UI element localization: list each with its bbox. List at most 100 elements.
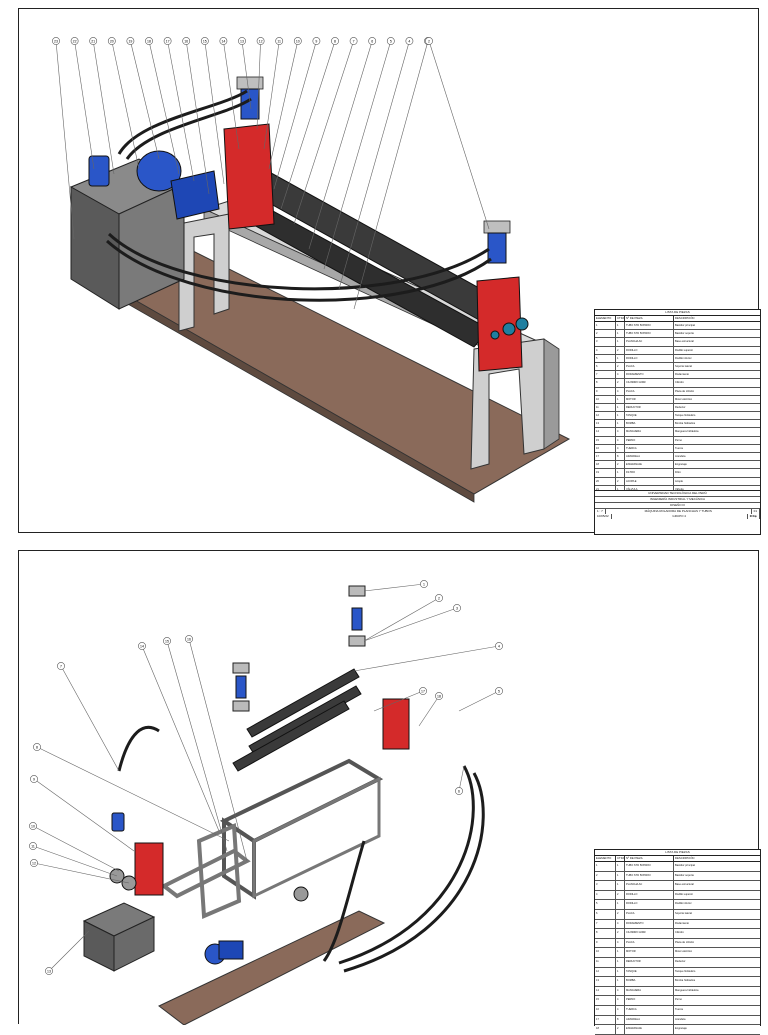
- table-cell: 13: [595, 420, 616, 428]
- table-cell: 1: [616, 957, 625, 967]
- balloon: [45, 967, 53, 975]
- parts-list-columns: ELEMENTO CTDAD Nº DE PIEZA DESCRIPCIÓN: [595, 856, 760, 862]
- balloon-label: 11: [31, 844, 35, 848]
- exploded-cylinder-2: [351, 607, 363, 631]
- table-cell: ACOPLE: [625, 477, 674, 485]
- table-cell: ARANDELA: [625, 453, 674, 461]
- right-stand-side: [543, 338, 560, 450]
- table-cell: 17: [595, 453, 616, 461]
- table-cell: TUBO STD 50X50X3: [625, 330, 674, 338]
- balloon: [331, 37, 339, 45]
- table-cell: 1: [616, 338, 625, 346]
- balloon-label: 7: [60, 664, 62, 668]
- balloon: [419, 687, 427, 695]
- title-area: UNIVERSIDAD TECNOLÓGICA DEL PERÚ INGENIE…: [595, 490, 760, 519]
- balloon: [29, 822, 37, 830]
- table-cell: Placa de cilindro: [675, 940, 695, 944]
- table-cell: PERNO: [625, 436, 674, 444]
- balloon-label: 18: [437, 694, 441, 698]
- balloon-label: 23: [54, 39, 58, 43]
- exploded-frame-side: [252, 776, 381, 899]
- hose-1: [107, 232, 490, 291]
- table-cell: ENGRANAJE: [625, 461, 674, 469]
- leader-line: [32, 845, 118, 877]
- leader-line: [256, 40, 261, 130]
- table-cell: 1: [616, 967, 625, 977]
- drawing-sheet-assembly: 232221201918171615141312111098765432 LIS…: [18, 8, 761, 535]
- table-cell: 1: [616, 403, 625, 412]
- right-bearing-1: [502, 322, 516, 336]
- leader-line: [293, 40, 354, 225]
- table-cell: PLACA: [625, 909, 674, 919]
- table-cell: 1: [616, 900, 625, 909]
- table-cell: Rodillo superior: [675, 892, 694, 896]
- table-cell: 2: [616, 929, 625, 938]
- table-cell: Arandela: [675, 455, 686, 458]
- exploded-reducer: [218, 940, 244, 960]
- table-cell: 1: [616, 469, 625, 477]
- exploded-cylinder-1: [235, 675, 247, 699]
- balloon: [455, 787, 463, 795]
- table-cell: Cilindro: [675, 931, 684, 935]
- scale-value: 1 : 7: [595, 509, 606, 514]
- table-cell: 5: [595, 900, 616, 909]
- col-elemento: ELEMENTO: [595, 856, 616, 861]
- exploded-hose-2: [338, 765, 475, 965]
- balloon-label: 10: [31, 824, 35, 828]
- leader-line: [33, 778, 135, 852]
- table-cell: REDUCTOR: [625, 403, 674, 412]
- balloon-label: 6: [458, 789, 460, 793]
- table-cell: 2: [616, 362, 625, 371]
- exploded-roller-1: [246, 668, 360, 738]
- leader-line: [188, 638, 248, 862]
- exploded-left-red-plate: [134, 842, 164, 896]
- table-cell: PERNO: [625, 996, 674, 1005]
- table-cell: 6: [595, 362, 616, 371]
- table-cell: TUERCA: [625, 444, 674, 452]
- sheet-number: 01: [752, 509, 760, 514]
- hose-2: [106, 239, 492, 302]
- balloon-label: 1: [423, 582, 425, 586]
- table-cell: PLANCHA AC: [625, 881, 674, 890]
- exploded-roller-3: [232, 700, 350, 772]
- balloon-label: 18: [147, 39, 151, 43]
- table-cell: MANGUERA: [625, 428, 674, 436]
- table-cell: Tuerca: [675, 1007, 683, 1011]
- leader-line: [185, 40, 210, 195]
- left-stand: [178, 213, 230, 332]
- leader-line: [373, 690, 424, 712]
- table-cell: Rodamiento: [675, 373, 689, 377]
- table-cell: Motor eléctrico: [675, 397, 693, 401]
- table-cell: 1: [616, 862, 625, 871]
- balloon: [405, 37, 414, 45]
- balloon-label: 4: [408, 39, 410, 43]
- col-descripcion: DESCRIPCIÓN: [675, 856, 695, 860]
- table-cell: 2: [616, 477, 625, 485]
- table-cell: 13: [595, 977, 616, 986]
- leader-line: [363, 583, 425, 592]
- table-cell: RODILLO: [625, 346, 674, 354]
- table-cell: Base estructural: [675, 340, 694, 344]
- table-cell: 17: [595, 1015, 616, 1025]
- table-cell: 4: [616, 996, 625, 1005]
- balloon-group: 232221201918171615141312111098765432: [52, 37, 490, 310]
- table-cell: 1: [616, 420, 625, 428]
- parts-list-columns: ELEMENTO CTDAD Nº DE PIEZA DESCRIPCIÓN: [595, 316, 760, 322]
- table-cell: REDUCTOR: [625, 957, 674, 967]
- table-cell: 4: [616, 436, 625, 444]
- balloon: [29, 842, 37, 850]
- pump-filter: [88, 155, 110, 187]
- col-pieza: Nº DE PIEZA: [625, 856, 674, 861]
- balloon-label: 21: [91, 39, 95, 43]
- balloon: [33, 743, 41, 751]
- parts-list-sheet2: LISTA DE PIEZAS ELEMENTO CTDAD Nº DE PIE…: [594, 849, 761, 1035]
